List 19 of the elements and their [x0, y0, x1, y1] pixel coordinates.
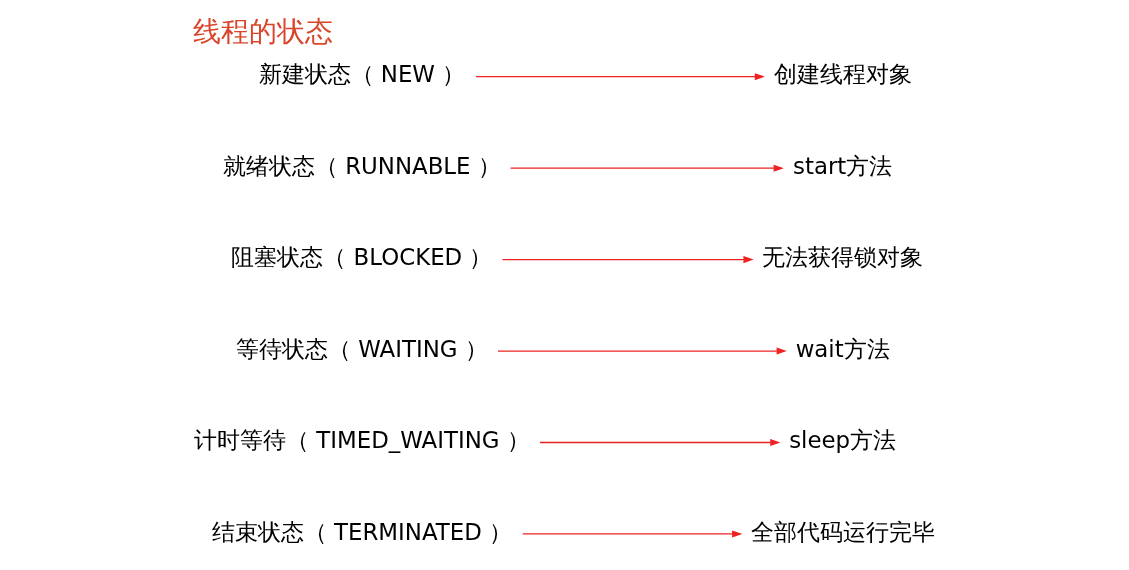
arrow	[475, 73, 765, 81]
node-text: 无法获得锁对象	[762, 244, 924, 271]
arrow	[501, 256, 754, 264]
arrow	[539, 438, 781, 447]
node-text: sleep方法	[789, 427, 897, 454]
arrow	[497, 347, 787, 355]
node-text: wait方法	[795, 335, 890, 362]
node-text: 等待状态（ WAITING ）	[236, 335, 488, 362]
node-text: 创建线程对象	[773, 61, 912, 88]
node-text: 阻塞状态（ BLOCKED ）	[231, 244, 493, 271]
node-text: 全部代码运行完毕	[750, 518, 935, 545]
node-text: 新建状态（ NEW ）	[258, 61, 466, 88]
node-text: 结束状态（ TERMINATED ）	[211, 518, 513, 545]
arrow	[509, 164, 784, 172]
node-text: start方法	[793, 152, 893, 179]
node-text: 计时等待（ TIMED_WAITING ）	[194, 427, 530, 454]
node-text: 就绪状态（ RUNNABLE ）	[222, 152, 501, 179]
arrow	[522, 530, 743, 538]
diagram-title: 线程的状态	[193, 14, 334, 48]
